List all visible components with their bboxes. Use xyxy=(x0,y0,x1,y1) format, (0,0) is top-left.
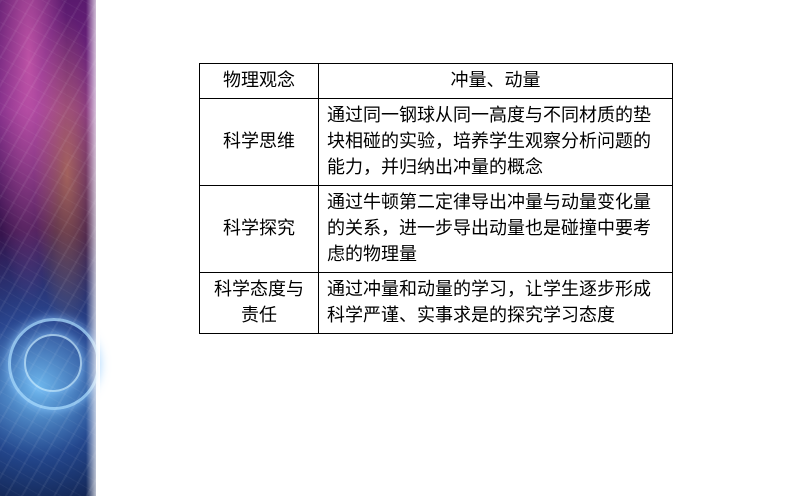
decorative-side-image xyxy=(0,0,100,496)
row-content: 通过冲量和动量的学习，让学生逐步形成科学严谨、实事求是的探究学习态度 xyxy=(318,272,673,334)
header-cell-topic: 冲量、动量 xyxy=(318,63,673,99)
decorative-ring-inner xyxy=(24,334,82,392)
table-row: 科学思维 通过同一钢球从同一高度与不同材质的垫块相碰的实验，培养学生观察分析问题… xyxy=(199,98,673,186)
header-cell-category: 物理观念 xyxy=(199,63,319,99)
table-row: 科学态度与责任 通过冲量和动量的学习，让学生逐步形成科学严谨、实事求是的探究学习… xyxy=(199,272,673,334)
row-content: 通过牛顿第二定律导出冲量与动量变化量的关系，进一步导出动量也是碰撞中要考虑的物理… xyxy=(318,185,673,273)
row-label: 科学探究 xyxy=(199,185,319,273)
concept-table: 物理观念 冲量、动量 科学思维 通过同一钢球从同一高度与不同材质的垫块相碰的实验… xyxy=(199,63,673,334)
side-image-fade xyxy=(86,0,100,496)
table-header-row: 物理观念 冲量、动量 xyxy=(199,63,673,99)
row-label: 科学思维 xyxy=(199,98,319,186)
row-content: 通过同一钢球从同一高度与不同材质的垫块相碰的实验，培养学生观察分析问题的能力，并… xyxy=(318,98,673,186)
table-row: 科学探究 通过牛顿第二定律导出冲量与动量变化量的关系，进一步导出动量也是碰撞中要… xyxy=(199,185,673,273)
row-label: 科学态度与责任 xyxy=(199,272,319,334)
